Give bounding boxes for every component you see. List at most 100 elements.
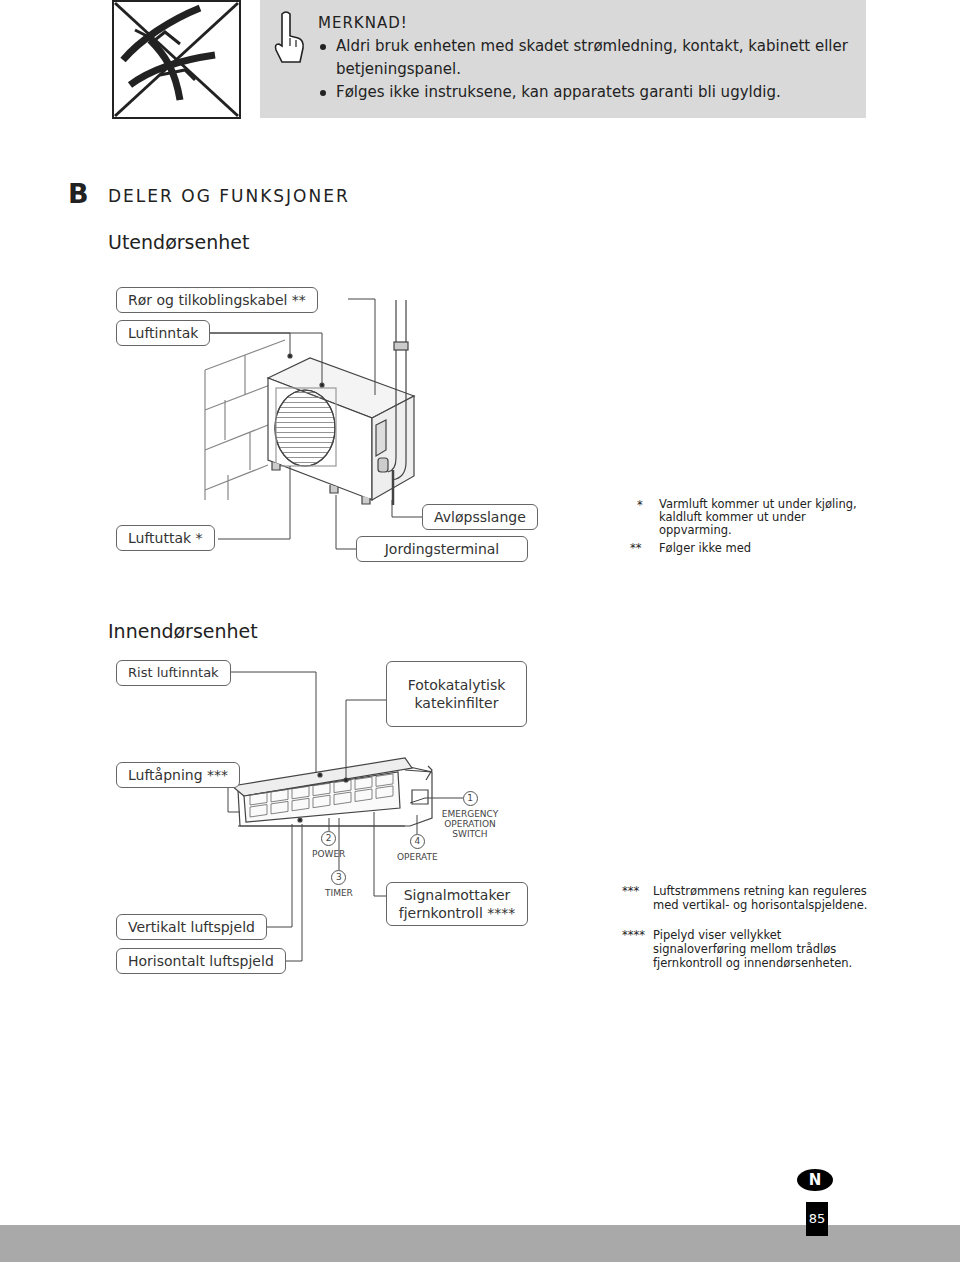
leader-line [206, 333, 290, 354]
box-text: 85 [806, 1202, 828, 1236]
outdoor-unit [320, 383, 324, 387]
filter-cell [250, 793, 267, 806]
footnote: Følger ikke med [659, 541, 751, 555]
filter-cell [313, 783, 330, 796]
indoor-unit [298, 818, 302, 822]
outdoor-unit [268, 378, 372, 500]
footnote: ** [630, 541, 642, 555]
filter-cell [334, 780, 351, 793]
box-text: Horisontalt luftspjeld [128, 952, 274, 970]
indoor-unit [244, 772, 400, 822]
footnote: * [637, 498, 643, 512]
pointing-hand-icon [290, 38, 296, 47]
outdoor-unit [205, 300, 414, 505]
note-item: Aldri bruk enheten med skadet strømledni… [318, 35, 856, 81]
outdoor-unit [272, 462, 370, 504]
leader-line [256, 824, 292, 927]
warning-icon [113, 1, 240, 118]
callout-box: Fotokatalytisk katekinfilter [386, 661, 527, 727]
leader-line [206, 333, 322, 383]
callout-box: Jordingsterminal [356, 536, 528, 562]
filter-cell [271, 801, 288, 814]
section-heading: Utendørsenhet [108, 231, 249, 253]
leader-line [336, 495, 356, 549]
button-label: EMERGENCY OPERATION SWITCH [438, 809, 502, 839]
pipe [388, 300, 406, 480]
warning-icon [115, 3, 238, 116]
bullet-dot [320, 90, 326, 96]
outdoor-unit [288, 354, 292, 358]
section-letter: B [68, 178, 89, 209]
callout-box: Luftuttak * [116, 525, 215, 551]
pointing-hand-icon [268, 10, 308, 70]
callout-box: Luftinntak [116, 320, 210, 346]
number-circle: 1 [463, 791, 478, 806]
leader-line [346, 700, 386, 778]
leader-line [218, 466, 290, 539]
leader-line [226, 672, 316, 773]
filter-cell [271, 789, 288, 802]
callout-box: Luftåpning *** [116, 762, 240, 788]
leader-line [348, 299, 375, 395]
note-text: Aldri bruk enheten med skadet strømledni… [336, 37, 848, 78]
filter-cell [355, 777, 372, 790]
callout-box: Horisontalt luftspjeld [116, 948, 286, 974]
section-heading: Innendørsenhet [108, 620, 258, 642]
footnote: Pipelyd viser vellykket signaloverføring… [653, 928, 871, 970]
indoor-unit [232, 758, 432, 826]
filter-cell [355, 789, 372, 802]
box-text: Avløpsslange [434, 508, 526, 526]
box-text: Luftinntak [128, 324, 198, 342]
note-item: Følges ikke instruksene, kan apparatets … [318, 81, 856, 104]
callout-box: Rør og tilkoblingskabel ** [116, 287, 318, 313]
callout-box: Vertikalt luftspjeld [116, 914, 267, 940]
pipe [392, 470, 395, 505]
indoor-unit [344, 778, 348, 782]
filter-cell [313, 795, 330, 808]
callout-number: 1EMERGENCY OPERATION SWITCH [438, 791, 502, 839]
note-text: Følges ikke instruksene, kan apparatets … [336, 83, 781, 101]
filter-cell [334, 792, 351, 805]
footnote: *** [622, 884, 639, 898]
number-circle: 3 [331, 870, 346, 885]
callout-number: 2POWER [312, 831, 345, 859]
outdoor-unit [376, 420, 386, 456]
box-text: Luftåpning *** [128, 766, 228, 784]
button-label: OPERATE [397, 852, 438, 862]
callout-box: Signalmottaker fjernkontroll **** [386, 882, 528, 926]
indoor-unit [318, 773, 322, 777]
button-label: TIMER [325, 888, 353, 898]
warning-icon [135, 30, 195, 80]
box-text: N [797, 1169, 833, 1191]
pipe [388, 300, 408, 505]
indoor-unit [426, 766, 432, 780]
button-label: POWER [312, 849, 345, 859]
box-text: Rør og tilkoblingskabel ** [128, 291, 306, 309]
leader-line [329, 818, 330, 831]
leader-line [374, 812, 386, 896]
bullet-dot [320, 44, 326, 50]
box-text: Rist luftinntak [128, 664, 219, 682]
section-title: DELER OG FUNKSJONER [108, 186, 350, 206]
filter-cell [376, 774, 393, 787]
box-text: Jordingsterminal [368, 540, 516, 558]
leader-line [206, 299, 422, 549]
indoor-unit [405, 770, 432, 804]
filter-cell [292, 786, 309, 799]
callout-box: Rist luftinntak [116, 660, 231, 686]
leader-line [280, 824, 302, 961]
callout-number: 3TIMER [325, 870, 353, 898]
box-text: Signalmottaker fjernkontroll **** [398, 886, 516, 922]
outdoor-unit [276, 388, 336, 466]
box-text: Fotokatalytisk katekinfilter [398, 676, 515, 712]
leader-line [392, 500, 422, 517]
footnote: Varmluft kommer ut under kjøling, kaldlu… [659, 498, 869, 537]
warning-icon [115, 3, 238, 116]
outdoor-unit [378, 458, 388, 472]
note-heading: MERKNAD! [318, 12, 856, 35]
box-text: Luftuttak * [128, 529, 203, 547]
number-circle: 2 [321, 831, 336, 846]
warning-icon [113, 1, 240, 118]
pointing-hand-icon [275, 12, 303, 62]
box-text: Vertikalt luftspjeld [128, 918, 255, 936]
